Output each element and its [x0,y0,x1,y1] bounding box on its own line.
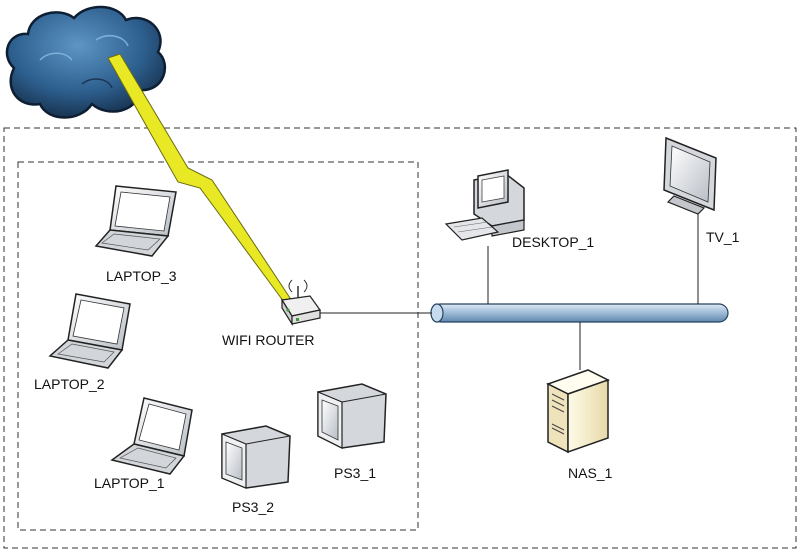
monitor-icon [317,383,387,449]
tv-icon [663,136,717,215]
nas-1-label: NAS_1 [568,465,613,481]
laptop-1-label: LAPTOP_1 [94,475,165,491]
wifi-router-label: WIFI ROUTER [222,332,315,348]
ps3-2-label: PS3_2 [232,499,274,515]
laptop-icon [48,293,131,369]
connection-lines [320,210,699,370]
laptop-2-label: LAPTOP_2 [34,376,105,392]
desktop-1-label: DESKTOP_1 [512,234,594,250]
lightning-bolt-icon [107,53,291,303]
wifi-zone-boundary [17,161,419,531]
network-bus-icon [430,303,729,323]
wifi-router-icon [281,279,322,327]
ps3-1-label: PS3_1 [334,465,376,481]
monitor-icon [221,425,291,489]
tv-1-label: TV_1 [706,229,740,245]
server-icon [546,369,610,454]
laptop-icon [110,397,193,475]
outer-network-boundary [3,127,797,549]
laptop-icon [94,185,177,257]
laptop-3-label: LAPTOP_3 [106,268,177,284]
desktop-computer-icon [444,169,525,241]
